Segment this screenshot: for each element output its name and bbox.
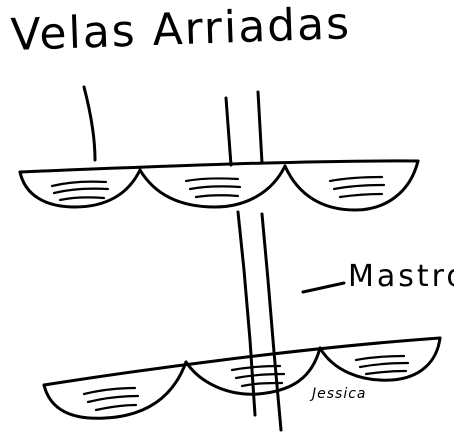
mast-label: Mastro <box>348 259 454 294</box>
lower-sail-left-fold-1 <box>82 386 137 396</box>
mast-right-line <box>260 212 283 432</box>
lower-sail-left <box>42 360 188 420</box>
upper-sail-left-fold-3 <box>58 196 106 202</box>
lower-sail-middle-fold-2 <box>234 372 286 380</box>
lower-sail-right-fold-1 <box>354 354 406 362</box>
upper-sail-right-fold-2 <box>332 183 386 191</box>
upper-yard <box>18 159 420 174</box>
lower-yard <box>42 336 442 387</box>
title-leader-line <box>82 85 97 162</box>
upper-sail-right-fold-1 <box>328 175 384 183</box>
top-mast-right-line <box>256 90 264 165</box>
upper-sail-middle-fold-3 <box>194 194 240 199</box>
upper-sail-middle-fold-1 <box>184 177 240 183</box>
lower-sail-middle-fold-3 <box>240 381 284 388</box>
top-mast-left-line <box>224 96 233 167</box>
lower-sail-right-fold-3 <box>364 369 408 376</box>
lower-sail-left-fold-3 <box>94 403 138 412</box>
lower-sail-right <box>318 336 442 382</box>
lower-sail-middle-fold-1 <box>230 364 282 372</box>
lower-sail-right-fold-2 <box>358 361 410 369</box>
signature: Jessica <box>312 386 367 402</box>
upper-sail-right-fold-3 <box>338 192 384 199</box>
mast-leader-line <box>301 281 346 294</box>
upper-sail-left-fold-2 <box>52 187 110 195</box>
mast-left-line <box>236 210 257 417</box>
lower-sail-left-fold-2 <box>86 394 140 404</box>
upper-sail-left <box>18 168 142 209</box>
upper-sail-left-fold-1 <box>50 180 108 188</box>
upper-sail-middle-fold-2 <box>188 185 242 191</box>
lower-sail-middle <box>184 346 322 396</box>
diagram-title: Velas Arriadas <box>9 0 352 61</box>
upper-sail-middle <box>138 164 287 209</box>
upper-sail-right <box>283 159 420 212</box>
